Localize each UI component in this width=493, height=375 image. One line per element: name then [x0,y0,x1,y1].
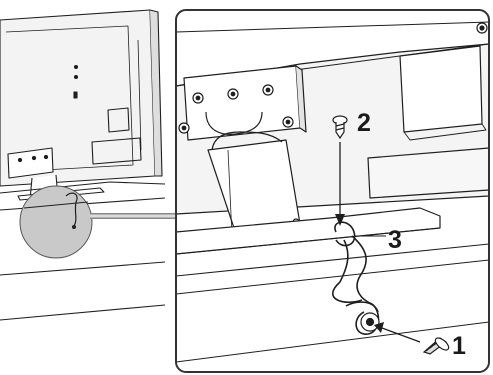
tv-rear-overview [0,10,165,320]
step-label-screw: 2 [357,111,371,136]
port-slot [74,92,77,98]
step-label-anchor-screw: 1 [452,334,466,359]
step-label-cord: 3 [388,228,402,253]
rear-recess [400,46,482,132]
port-dot [75,66,78,69]
zoom-detail [176,10,489,372]
magnifier-callout [20,186,176,258]
